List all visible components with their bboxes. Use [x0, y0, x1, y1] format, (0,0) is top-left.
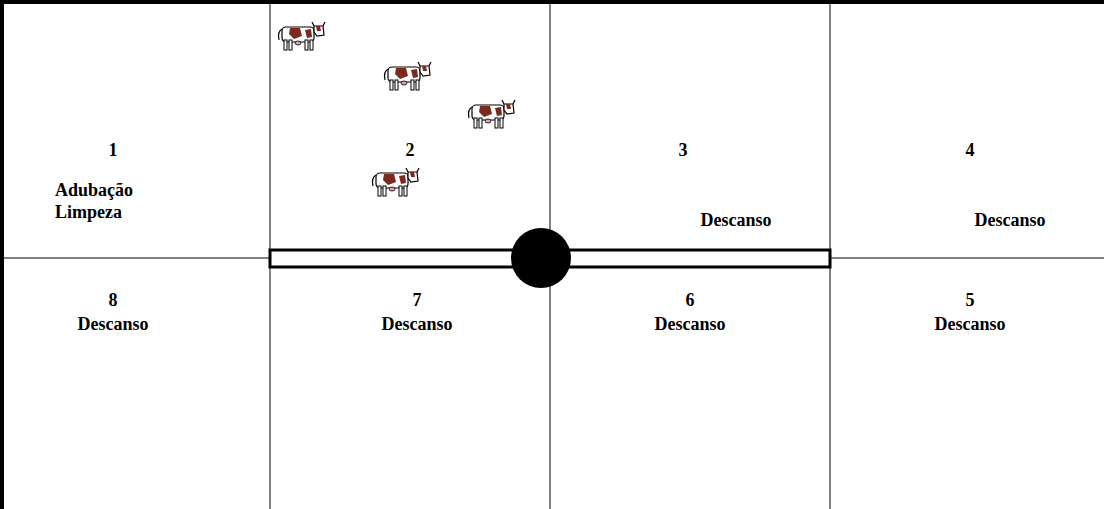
paddock: 7Descanso: [270, 258, 550, 509]
paddock-number: 2: [406, 139, 415, 161]
water-point: [511, 228, 571, 288]
paddock-number: 7: [413, 289, 422, 311]
cow: [468, 100, 515, 128]
paddock: 1Adubação Limpeza: [0, 0, 270, 258]
paddock: 3Descanso: [550, 0, 830, 258]
cow: [372, 168, 419, 196]
paddock-status: Descanso: [701, 209, 772, 231]
paddock-status: Adubação Limpeza: [55, 179, 165, 223]
paddock-number: 3: [679, 139, 688, 161]
cow: [384, 62, 431, 90]
paddock: 8Descanso: [0, 258, 270, 509]
paddock: 2: [270, 0, 550, 258]
paddock: 5Descanso: [830, 258, 1104, 509]
paddock-number: 4: [966, 139, 975, 161]
paddock-number: 6: [686, 289, 695, 311]
paddock: 4Descanso: [830, 0, 1104, 258]
paddock-status: Descanso: [382, 313, 453, 335]
paddock-status: Descanso: [655, 313, 726, 335]
cow: [278, 22, 325, 50]
paddock: 6Descanso: [550, 258, 830, 509]
paddock-status: Descanso: [975, 209, 1046, 231]
paddock-number: 5: [966, 289, 975, 311]
paddock-status: Descanso: [935, 313, 1006, 335]
paddock-number: 8: [109, 289, 118, 311]
paddock-status: Descanso: [78, 313, 149, 335]
paddock-number: 1: [109, 139, 118, 161]
